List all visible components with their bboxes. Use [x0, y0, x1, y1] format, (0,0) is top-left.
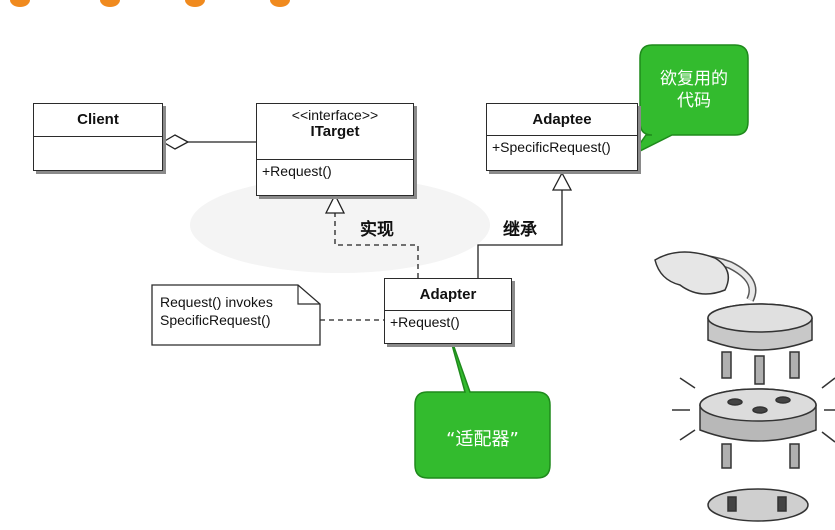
realization-arrowhead — [324, 193, 346, 214]
aggregation-diamond — [161, 134, 190, 150]
reuse-callout — [631, 44, 749, 156]
inheritance-line — [477, 190, 563, 278]
adapter-class: Adapter +Request() — [384, 278, 512, 344]
itarget-stereotype: <<interface>> — [291, 107, 379, 123]
realization-label: 实现 — [360, 220, 394, 240]
adapter-class-name: Adapter — [385, 279, 511, 311]
note-line-1: Request() invokes — [160, 294, 273, 310]
reuse-callout-text: 欲复用的 代码 — [640, 68, 748, 112]
adaptee-class-name: Adaptee — [487, 104, 637, 136]
note-text: Request() invokes SpecificRequest() — [160, 293, 273, 329]
itarget-name: ITarget — [310, 123, 360, 140]
realization-line — [334, 213, 419, 278]
reuse-callout-line-2: 代码 — [677, 91, 711, 111]
itarget-header: <<interface>> ITarget — [257, 104, 413, 160]
itarget-interface: <<interface>> ITarget +Request() — [256, 103, 414, 196]
adapter-callout — [414, 329, 551, 479]
adapter-method: +Request() — [390, 314, 460, 330]
itarget-method: +Request() — [262, 163, 332, 179]
plug-illustration — [654, 251, 835, 522]
client-class-name: Client — [34, 104, 162, 137]
client-class-body — [34, 137, 162, 143]
watermark-oval — [190, 177, 490, 273]
note-box — [151, 284, 321, 346]
adaptee-method: +SpecificRequest() — [492, 139, 611, 155]
note-line-2: SpecificRequest() — [160, 312, 271, 328]
adaptee-class: Adaptee +SpecificRequest() — [486, 103, 638, 171]
reuse-callout-line-1: 欲复用的 — [660, 69, 728, 89]
inheritance-label: 继承 — [503, 220, 537, 240]
inheritance-arrowhead — [551, 171, 573, 191]
client-class: Client — [33, 103, 163, 171]
decorative-dots — [10, 0, 290, 7]
adapter-callout-text: “适配器” — [446, 429, 519, 450]
